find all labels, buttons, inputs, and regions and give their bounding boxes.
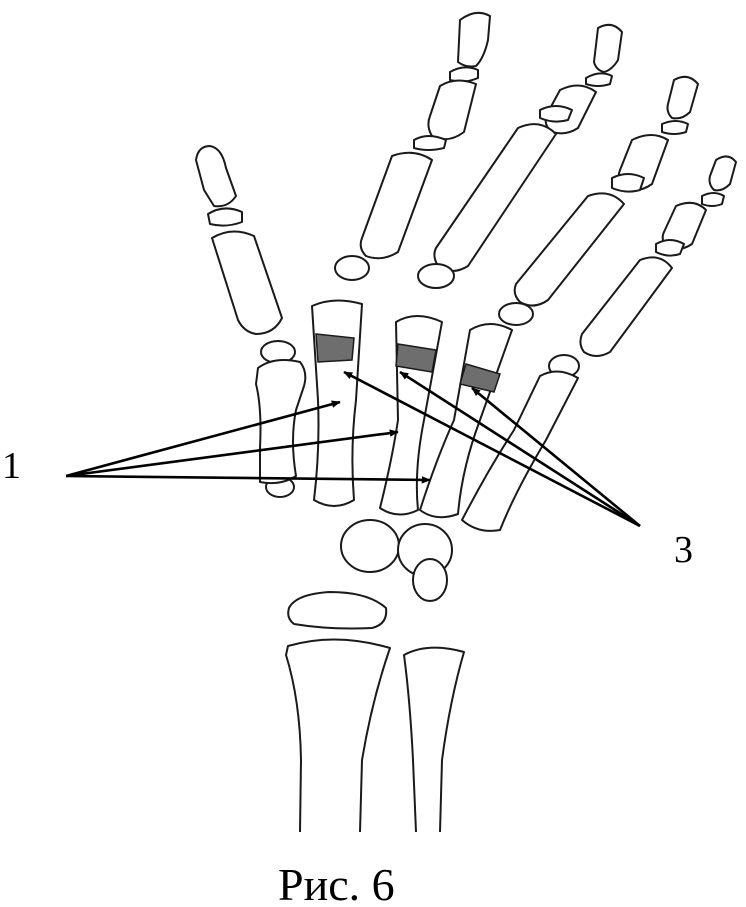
index-middle-phalanx — [427, 79, 477, 141]
pisiform-bone — [412, 558, 448, 602]
middle-distal-phalanx — [593, 23, 623, 73]
little-epiphysis-middle — [655, 239, 685, 257]
figure-caption: Рис. 6 — [278, 859, 395, 907]
callout-arrows-3 — [343, 370, 641, 528]
label-3: 3 — [674, 529, 693, 571]
little-proximal-phalanx — [579, 256, 673, 357]
capitate-bone — [340, 519, 400, 573]
arrow-3-to-index-growth-plate — [343, 370, 641, 528]
ring-epiphysis-distal — [661, 120, 689, 135]
radius-bone — [285, 638, 391, 833]
arrow-1-to-middle-metacarpal — [65, 429, 399, 478]
arrow-3-to-ring-growth-plate — [471, 386, 641, 528]
carpal-bones — [265, 476, 453, 602]
middle-proximal-phalanx — [433, 123, 557, 272]
index-epiphysis-distal — [449, 66, 479, 83]
index-growth-plate-shade — [315, 333, 355, 363]
forearm-bones — [285, 591, 465, 833]
index-distal-phalanx — [457, 11, 491, 68]
arrow-3-to-middle-growth-plate — [399, 370, 641, 528]
thumb-epiphysis-distal — [207, 207, 243, 227]
thumb-proximal-phalanx — [211, 230, 283, 335]
thumb-metacarpal — [255, 359, 307, 485]
ulna-bone — [403, 646, 465, 833]
middle-epiphysis-middle — [539, 105, 573, 123]
arrow-1-to-index-metacarpal — [65, 400, 341, 478]
ring-epiphysis-middle — [611, 173, 645, 193]
ring-growth-plate-shade — [459, 363, 501, 393]
ring-distal-phalanx — [666, 75, 699, 120]
callout-arrows-1 — [65, 400, 431, 484]
thumb-bones — [195, 145, 307, 485]
ring-metacarpal-epiphysis — [498, 302, 534, 326]
ring-finger-bones — [419, 75, 699, 519]
little-finger-bones — [461, 155, 737, 532]
ring-proximal-phalanx — [513, 192, 625, 307]
middle-growth-plate-shade — [395, 343, 437, 373]
little-epiphysis-distal — [701, 192, 725, 207]
index-metacarpal-epiphysis — [334, 255, 370, 281]
label-1: 1 — [2, 445, 21, 487]
arrow-1-to-ring-metacarpal — [65, 474, 431, 484]
index-proximal-phalanx — [359, 151, 433, 260]
little-metacarpal — [461, 370, 579, 532]
middle-metacarpal-epiphysis — [417, 263, 455, 289]
radial-epiphysis — [287, 591, 388, 630]
little-distal-phalanx — [708, 155, 737, 192]
middle-finger-bones — [379, 23, 623, 516]
middle-epiphysis-distal — [585, 72, 613, 87]
index-epiphysis-middle — [413, 135, 447, 151]
thumb-distal-phalanx — [195, 145, 237, 208]
